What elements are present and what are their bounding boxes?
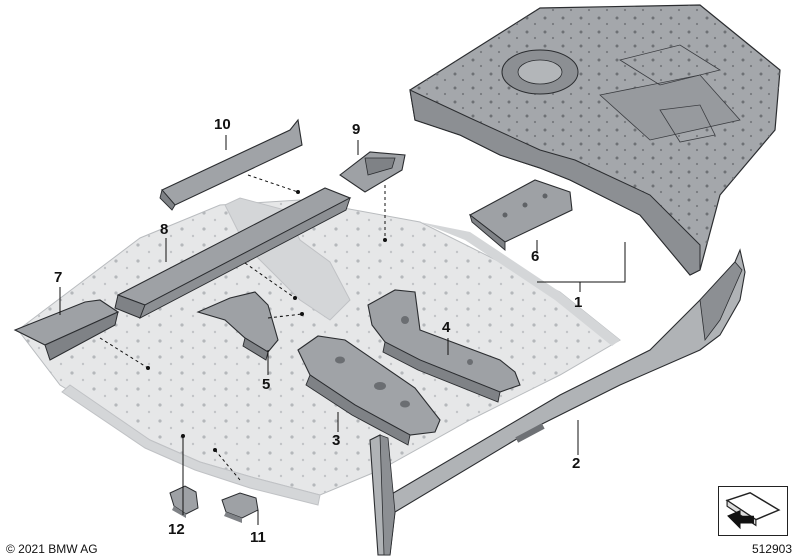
part-10-rail (159, 118, 303, 211)
callout-6: 6 (531, 248, 540, 265)
callout-2: 2 (572, 455, 581, 472)
part-7-front-sill (13, 299, 120, 361)
part-9-bracket (339, 151, 406, 193)
assembly-lines (99, 174, 386, 481)
part-8-sill (114, 187, 352, 319)
assembly-points (146, 190, 387, 452)
callout-1: 1 (574, 294, 583, 311)
part-6-bracket (468, 179, 573, 251)
part-12-clip (169, 485, 199, 518)
callout-11: 11 (250, 529, 266, 546)
leader-lines (59, 135, 626, 525)
part-11-clip (221, 492, 259, 523)
part-5-bracket (196, 291, 279, 361)
part-4-cross-member (367, 289, 521, 403)
callout-3: 3 (332, 432, 341, 449)
part-3-cross-member (297, 335, 441, 446)
drawing-number: 512903 (751, 542, 792, 556)
callout-5: 5 (262, 376, 271, 393)
part-1-rear-floor (409, 4, 781, 276)
callout-8: 8 (160, 221, 169, 238)
part-2-side-member (369, 248, 746, 556)
callout-10: 10 (214, 116, 231, 133)
callout-7: 7 (54, 269, 63, 286)
callout-4: 4 (442, 319, 451, 336)
view-direction-arrow-icon (725, 491, 781, 530)
view-direction-box (718, 486, 788, 536)
callout-12: 12 (168, 521, 185, 538)
callout-9: 9 (352, 121, 361, 138)
copyright-notice: © 2021 BMW AG (6, 542, 98, 556)
